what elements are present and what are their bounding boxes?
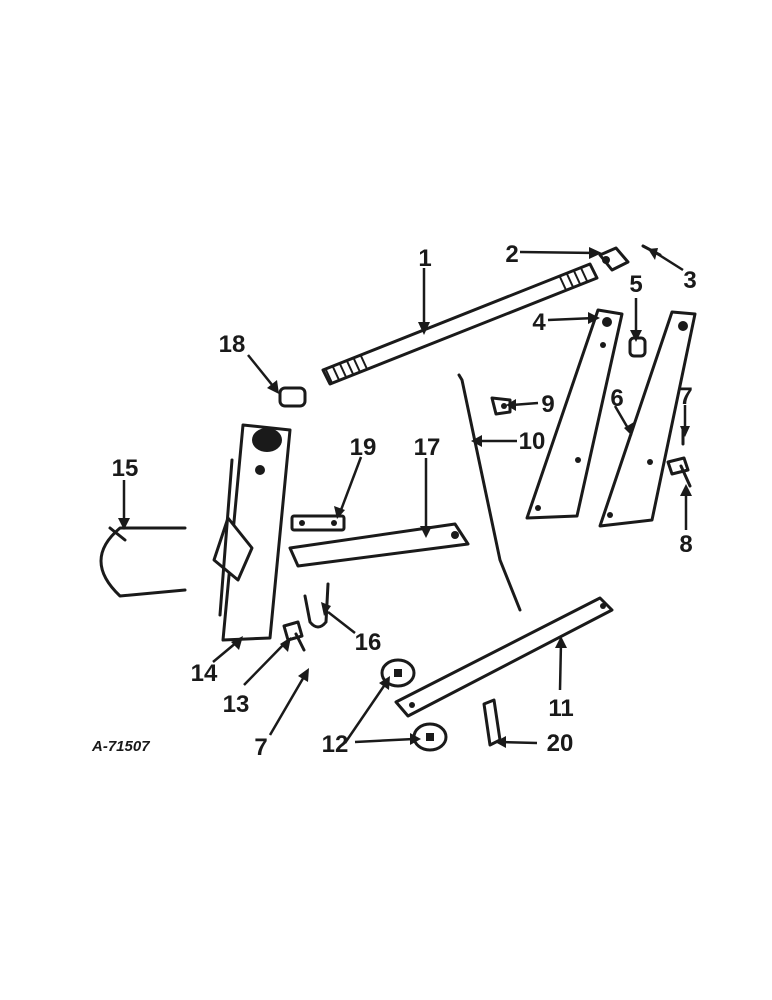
arrowhead-4 xyxy=(588,312,600,324)
arrowhead-16 xyxy=(321,602,331,616)
pin xyxy=(628,336,647,358)
washers xyxy=(380,658,448,752)
callout-3: 3 xyxy=(683,267,696,294)
bent-rod xyxy=(457,373,522,612)
leader-6 xyxy=(613,405,631,431)
bracket-arm xyxy=(288,522,470,568)
right-plate xyxy=(598,310,697,528)
arrowhead-19 xyxy=(334,506,345,519)
small-u-bolt xyxy=(303,582,330,629)
bolt-right xyxy=(666,456,692,488)
callouts: 1 2 3 4 5 6 7 8 9 10 11 12 13 14 15 16 1… xyxy=(112,241,697,761)
arrowhead-12b xyxy=(410,733,421,745)
left-plate xyxy=(525,308,624,520)
arrowhead-20 xyxy=(495,736,506,748)
callout-1: 1 xyxy=(418,245,431,272)
leader-18 xyxy=(247,354,274,387)
collar xyxy=(598,246,630,272)
leader-19 xyxy=(339,456,363,511)
callout-10: 10 xyxy=(519,428,546,455)
callout-19: 19 xyxy=(350,434,377,461)
bolt-left xyxy=(282,620,306,652)
drawing-number: A-71507 xyxy=(91,738,150,755)
arrowhead-7b xyxy=(298,668,309,682)
u-bolt xyxy=(99,526,187,598)
callout-4: 4 xyxy=(532,309,546,336)
arrowhead-17 xyxy=(420,526,432,538)
leader-11 xyxy=(558,641,563,691)
leader-12b xyxy=(354,737,415,744)
callout-12: 12 xyxy=(322,731,349,758)
callout-17: 17 xyxy=(414,434,441,461)
bar xyxy=(394,596,614,718)
bracket xyxy=(212,423,292,642)
sleeve xyxy=(278,386,307,408)
small-plate xyxy=(290,514,346,532)
leader-12a xyxy=(343,682,388,744)
arrowhead-12a xyxy=(379,676,390,690)
callout-11: 11 xyxy=(548,695,573,722)
leader-4 xyxy=(547,316,596,322)
callout-16: 16 xyxy=(355,629,382,656)
leader-3 xyxy=(655,251,684,272)
arrowhead-3 xyxy=(648,248,658,260)
leader-9 xyxy=(511,401,539,407)
pin-clip xyxy=(482,698,502,747)
callout-14: 14 xyxy=(191,660,218,687)
leader-lines xyxy=(122,250,688,745)
arrowhead-18 xyxy=(267,380,279,394)
leader-7b xyxy=(268,674,307,736)
leader-16 xyxy=(327,611,356,634)
arrowhead-10 xyxy=(471,435,482,447)
arrowhead-9 xyxy=(506,399,516,411)
leader-2 xyxy=(519,250,598,255)
threaded-rod xyxy=(321,262,599,386)
callout-9: 9 xyxy=(541,391,554,418)
arrowhead-15 xyxy=(118,518,130,530)
callout-2: 2 xyxy=(505,241,518,268)
callout-13: 13 xyxy=(223,691,250,718)
arrowhead-5 xyxy=(630,330,642,342)
callout-18: 18 xyxy=(219,331,246,358)
callout-6: 6 xyxy=(610,385,623,412)
callout-15: 15 xyxy=(112,455,139,482)
clamp xyxy=(490,396,512,416)
arrowhead-11 xyxy=(555,636,567,648)
callout-7-lower: 7 xyxy=(254,734,267,761)
callout-7-upper: 7 xyxy=(679,383,692,410)
arrowhead-14 xyxy=(231,636,243,650)
callout-5: 5 xyxy=(629,271,642,298)
leader-14 xyxy=(212,641,238,663)
arrowhead-1 xyxy=(418,322,430,335)
arrowhead-2 xyxy=(589,247,602,259)
leader-13 xyxy=(243,641,287,686)
arrowhead-6 xyxy=(624,422,634,436)
arrowhead-7a xyxy=(680,426,690,437)
callout-20: 20 xyxy=(547,730,574,757)
leader-20 xyxy=(499,740,538,745)
arrowhead-8 xyxy=(680,484,692,496)
arrowhead-13 xyxy=(280,637,291,652)
arrowheads xyxy=(118,247,692,748)
callout-8: 8 xyxy=(679,531,692,558)
